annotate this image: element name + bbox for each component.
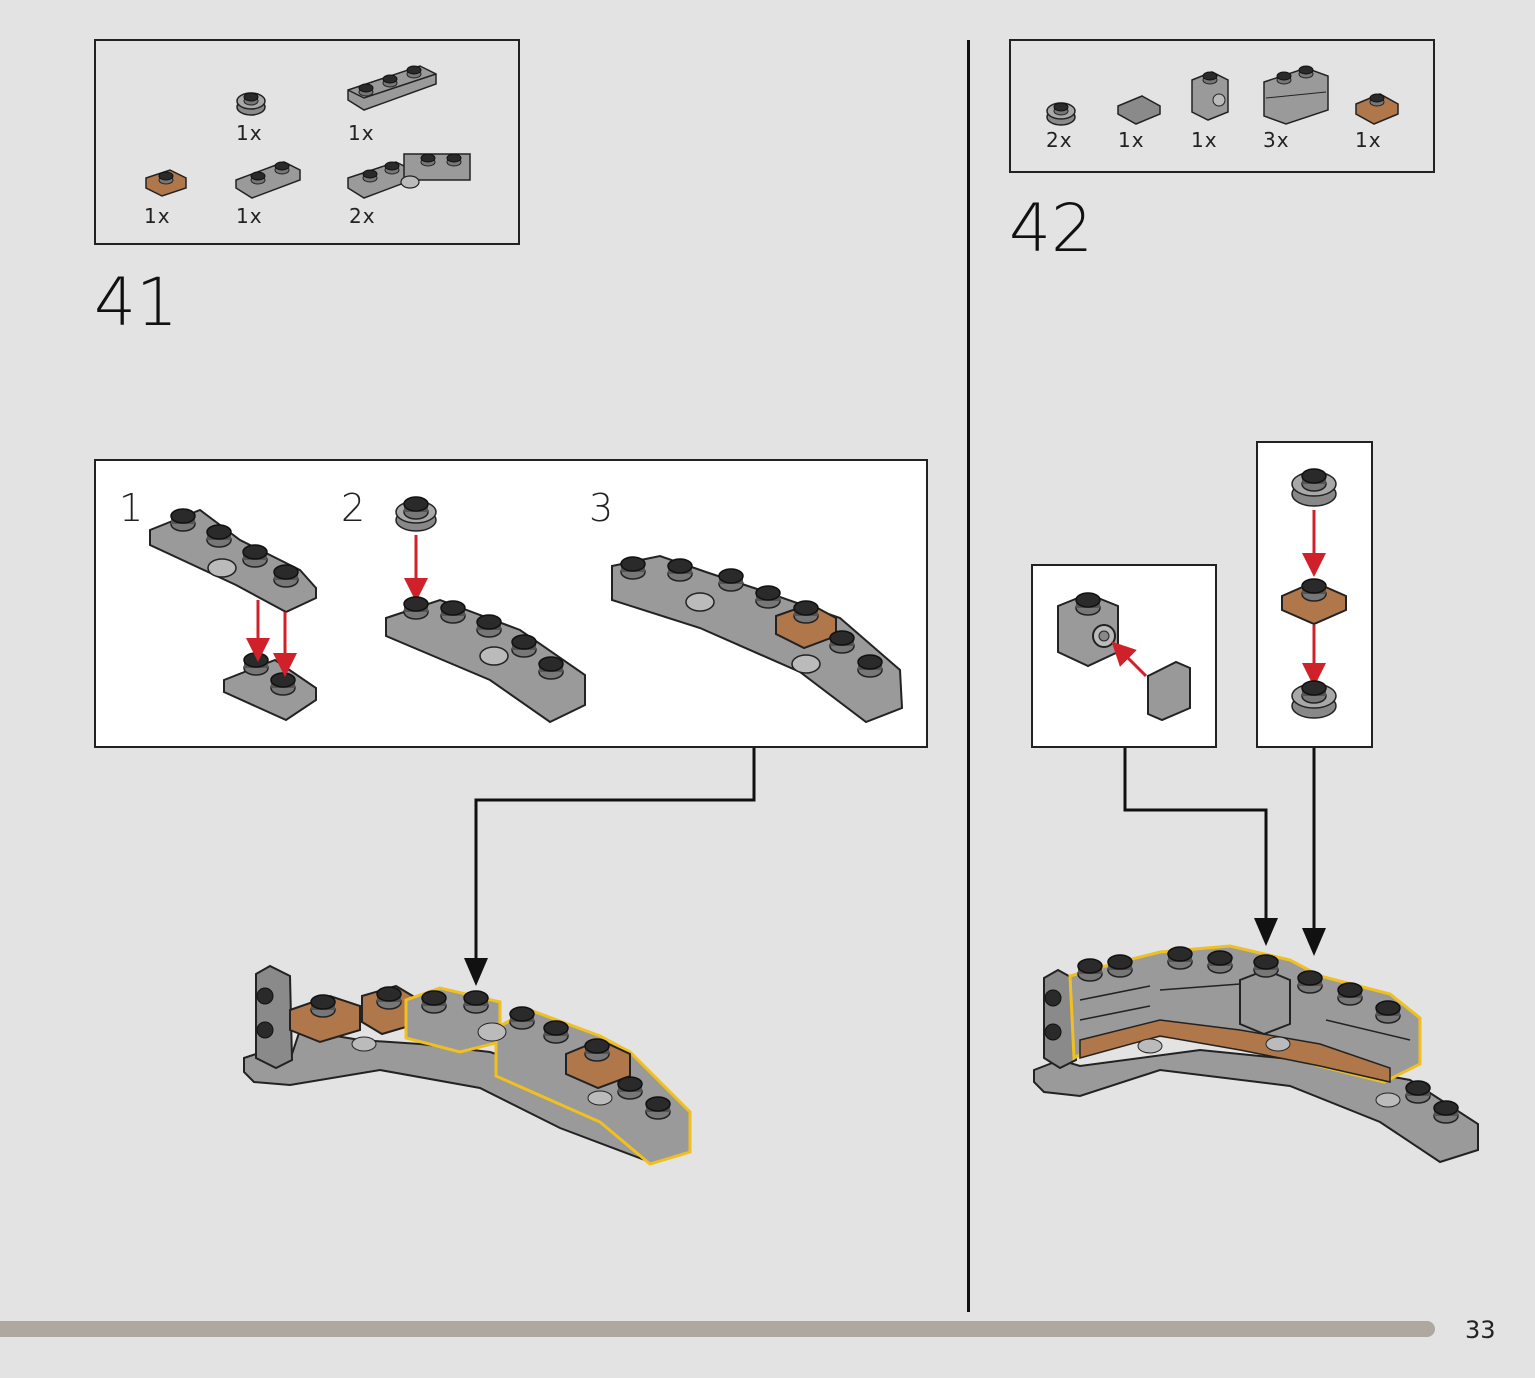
substep1-illustration (149, 508, 317, 722)
substep-number: 3 (589, 486, 614, 530)
stack-callout-illustration (1281, 468, 1347, 719)
bracket-stud-icon (1191, 71, 1229, 121)
part-qty: 3x (1263, 128, 1290, 152)
part-qty: 2x (349, 204, 376, 228)
plate-1x4-icon (347, 65, 437, 111)
part-qty: 1x (1118, 128, 1145, 152)
page-number: 33 (1465, 1316, 1496, 1344)
arrow-down-icon (1302, 928, 1326, 956)
part-qty: 1x (1191, 128, 1218, 152)
callout-connector (474, 748, 756, 960)
part-qty: 1x (236, 121, 263, 145)
part-qty: 1x (236, 204, 263, 228)
brick-masonry-icon (1263, 65, 1329, 125)
round-plate-icon (1046, 102, 1076, 126)
step42-main-assembly (1033, 944, 1479, 1164)
part-qty: 1x (1355, 128, 1382, 152)
step41-parts-list: 1x 1x 1x 1x 2x (94, 39, 520, 245)
plate-1x1-icon (1355, 93, 1399, 125)
substep-number: 2 (341, 486, 366, 530)
tile-1x1-icon (1117, 95, 1161, 125)
arrow-down-icon (1254, 918, 1278, 946)
part-qty: 2x (1046, 128, 1073, 152)
substep-number: 1 (119, 486, 144, 530)
substep2-illustration (385, 496, 586, 724)
round-plate-icon (236, 92, 266, 116)
plate-1x2-icon (235, 161, 301, 199)
step-number: 41 (94, 264, 178, 341)
substep3-illustration (611, 554, 904, 724)
part-qty: 1x (144, 204, 171, 228)
arrow-down-icon (464, 958, 488, 986)
progress-bar (0, 1321, 1435, 1337)
part-qty: 1x (348, 121, 375, 145)
step-number: 42 (1009, 190, 1093, 267)
bracket-callout-illustration (1057, 592, 1191, 722)
column-divider (967, 40, 970, 1312)
plate-1x1-icon (145, 169, 187, 197)
step41-main-assembly (243, 964, 692, 1166)
callout-connector (1123, 748, 1268, 920)
hinge-plate-icon (347, 153, 471, 199)
